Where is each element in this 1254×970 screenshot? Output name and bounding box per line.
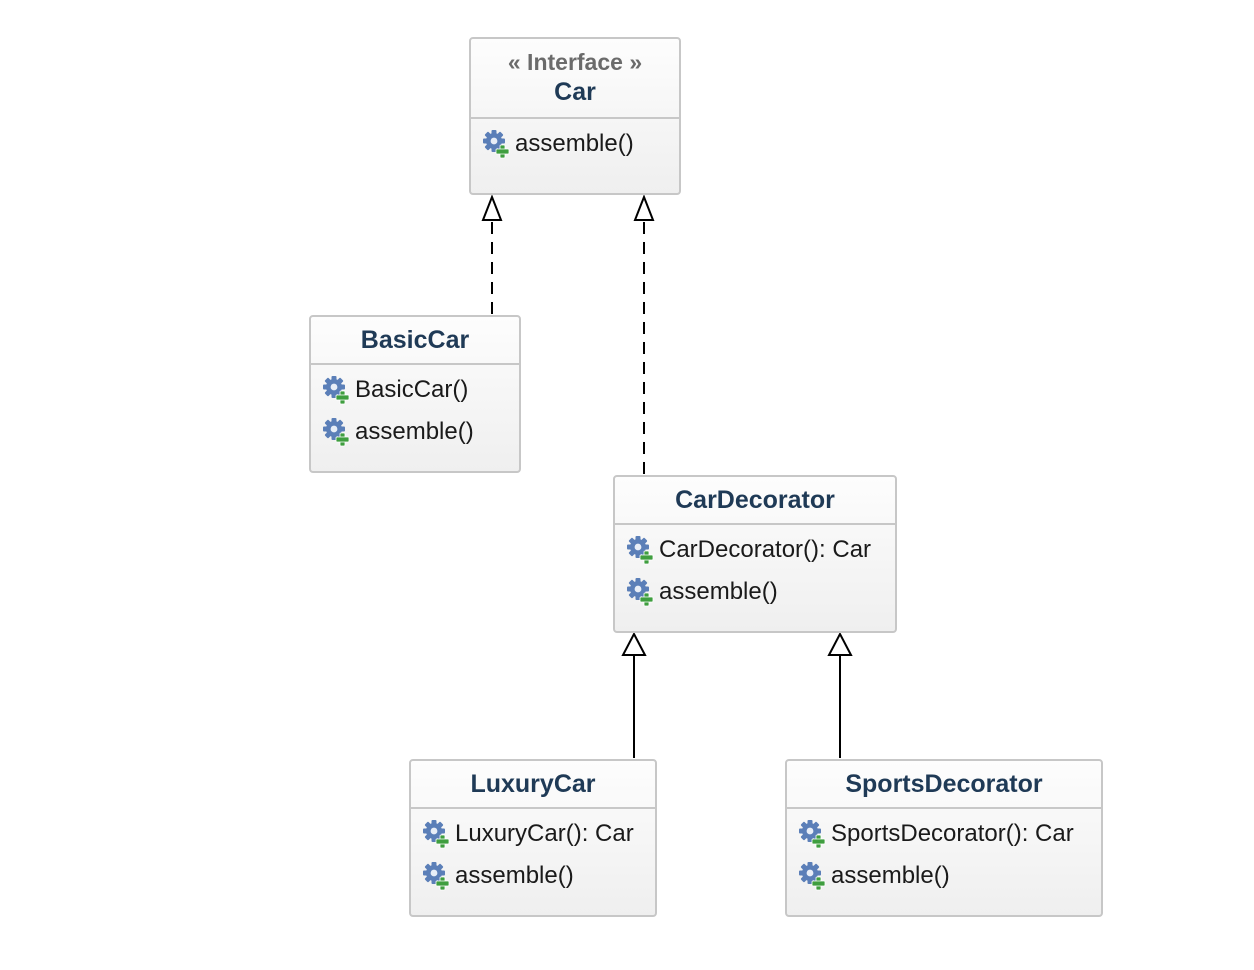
method-constructor[interactable]: LuxuryCar(): Car <box>421 813 655 855</box>
public-method-gear-icon <box>421 861 451 891</box>
method-signature: CarDecorator(): Car <box>659 536 872 563</box>
class-methods: BasicCar() assemble() <box>311 365 519 453</box>
method-signature: SportsDecorator(): Car <box>831 820 1074 847</box>
realization-arrowhead-cardecorator-car <box>633 194 655 221</box>
method-constructor[interactable]: SportsDecorator(): Car <box>797 813 1101 855</box>
class-name: SportsDecorator <box>845 770 1043 798</box>
public-method-gear-icon <box>797 819 827 849</box>
method-signature: assemble() <box>355 418 474 445</box>
class-luxurycar[interactable]: LuxuryCar LuxuryCar(): Car assemble() <box>409 759 657 917</box>
class-car[interactable]: « Interface » Car assemble() <box>469 37 681 195</box>
public-method-gear-icon <box>421 819 451 849</box>
method-signature: assemble() <box>455 862 574 889</box>
method-assemble[interactable]: assemble() <box>421 855 655 897</box>
class-name: CarDecorator <box>675 486 835 514</box>
class-name: BasicCar <box>360 326 470 354</box>
class-header: SportsDecorator <box>787 761 1101 809</box>
class-methods: CarDecorator(): Car assemble() <box>615 525 895 613</box>
public-method-gear-icon <box>321 375 351 405</box>
realization-arrowhead-basiccar-car <box>481 194 503 221</box>
method-assemble[interactable]: assemble() <box>625 571 895 613</box>
class-basiccar[interactable]: BasicCar BasicCar() assemble() <box>309 315 521 473</box>
public-method-gear-icon <box>625 577 655 607</box>
stereotype-label: « Interface » <box>507 49 643 75</box>
method-signature: assemble() <box>831 862 950 889</box>
class-header: BasicCar <box>311 317 519 365</box>
public-method-gear-icon <box>481 129 511 159</box>
method-signature: BasicCar() <box>355 376 469 403</box>
public-method-gear-icon <box>625 535 655 565</box>
generalization-arrowhead-sportsdecorator-cardecorator <box>827 631 853 656</box>
method-signature: assemble() <box>659 578 778 605</box>
method-constructor[interactable]: CarDecorator(): Car <box>625 529 895 571</box>
method-assemble[interactable]: assemble() <box>321 411 519 453</box>
class-name: LuxuryCar <box>470 770 596 798</box>
class-header: CarDecorator <box>615 477 895 525</box>
class-methods: SportsDecorator(): Car assemble() <box>787 809 1101 897</box>
class-name: Car <box>554 78 596 106</box>
method-signature: LuxuryCar(): Car <box>455 820 634 847</box>
class-methods: assemble() <box>471 119 679 165</box>
class-header: LuxuryCar <box>411 761 655 809</box>
method-assemble[interactable]: assemble() <box>481 123 679 165</box>
public-method-gear-icon <box>797 861 827 891</box>
method-constructor[interactable]: BasicCar() <box>321 369 519 411</box>
class-cardecorator[interactable]: CarDecorator CarDecorator(): Car assembl… <box>613 475 897 633</box>
generalization-arrowhead-luxurycar-cardecorator <box>621 631 647 656</box>
method-signature: assemble() <box>515 130 634 157</box>
class-methods: LuxuryCar(): Car assemble() <box>411 809 655 897</box>
class-header: « Interface » Car <box>471 39 679 119</box>
public-method-gear-icon <box>321 417 351 447</box>
method-assemble[interactable]: assemble() <box>797 855 1101 897</box>
class-sportsdecorator[interactable]: SportsDecorator SportsDecorator(): Car a… <box>785 759 1103 917</box>
